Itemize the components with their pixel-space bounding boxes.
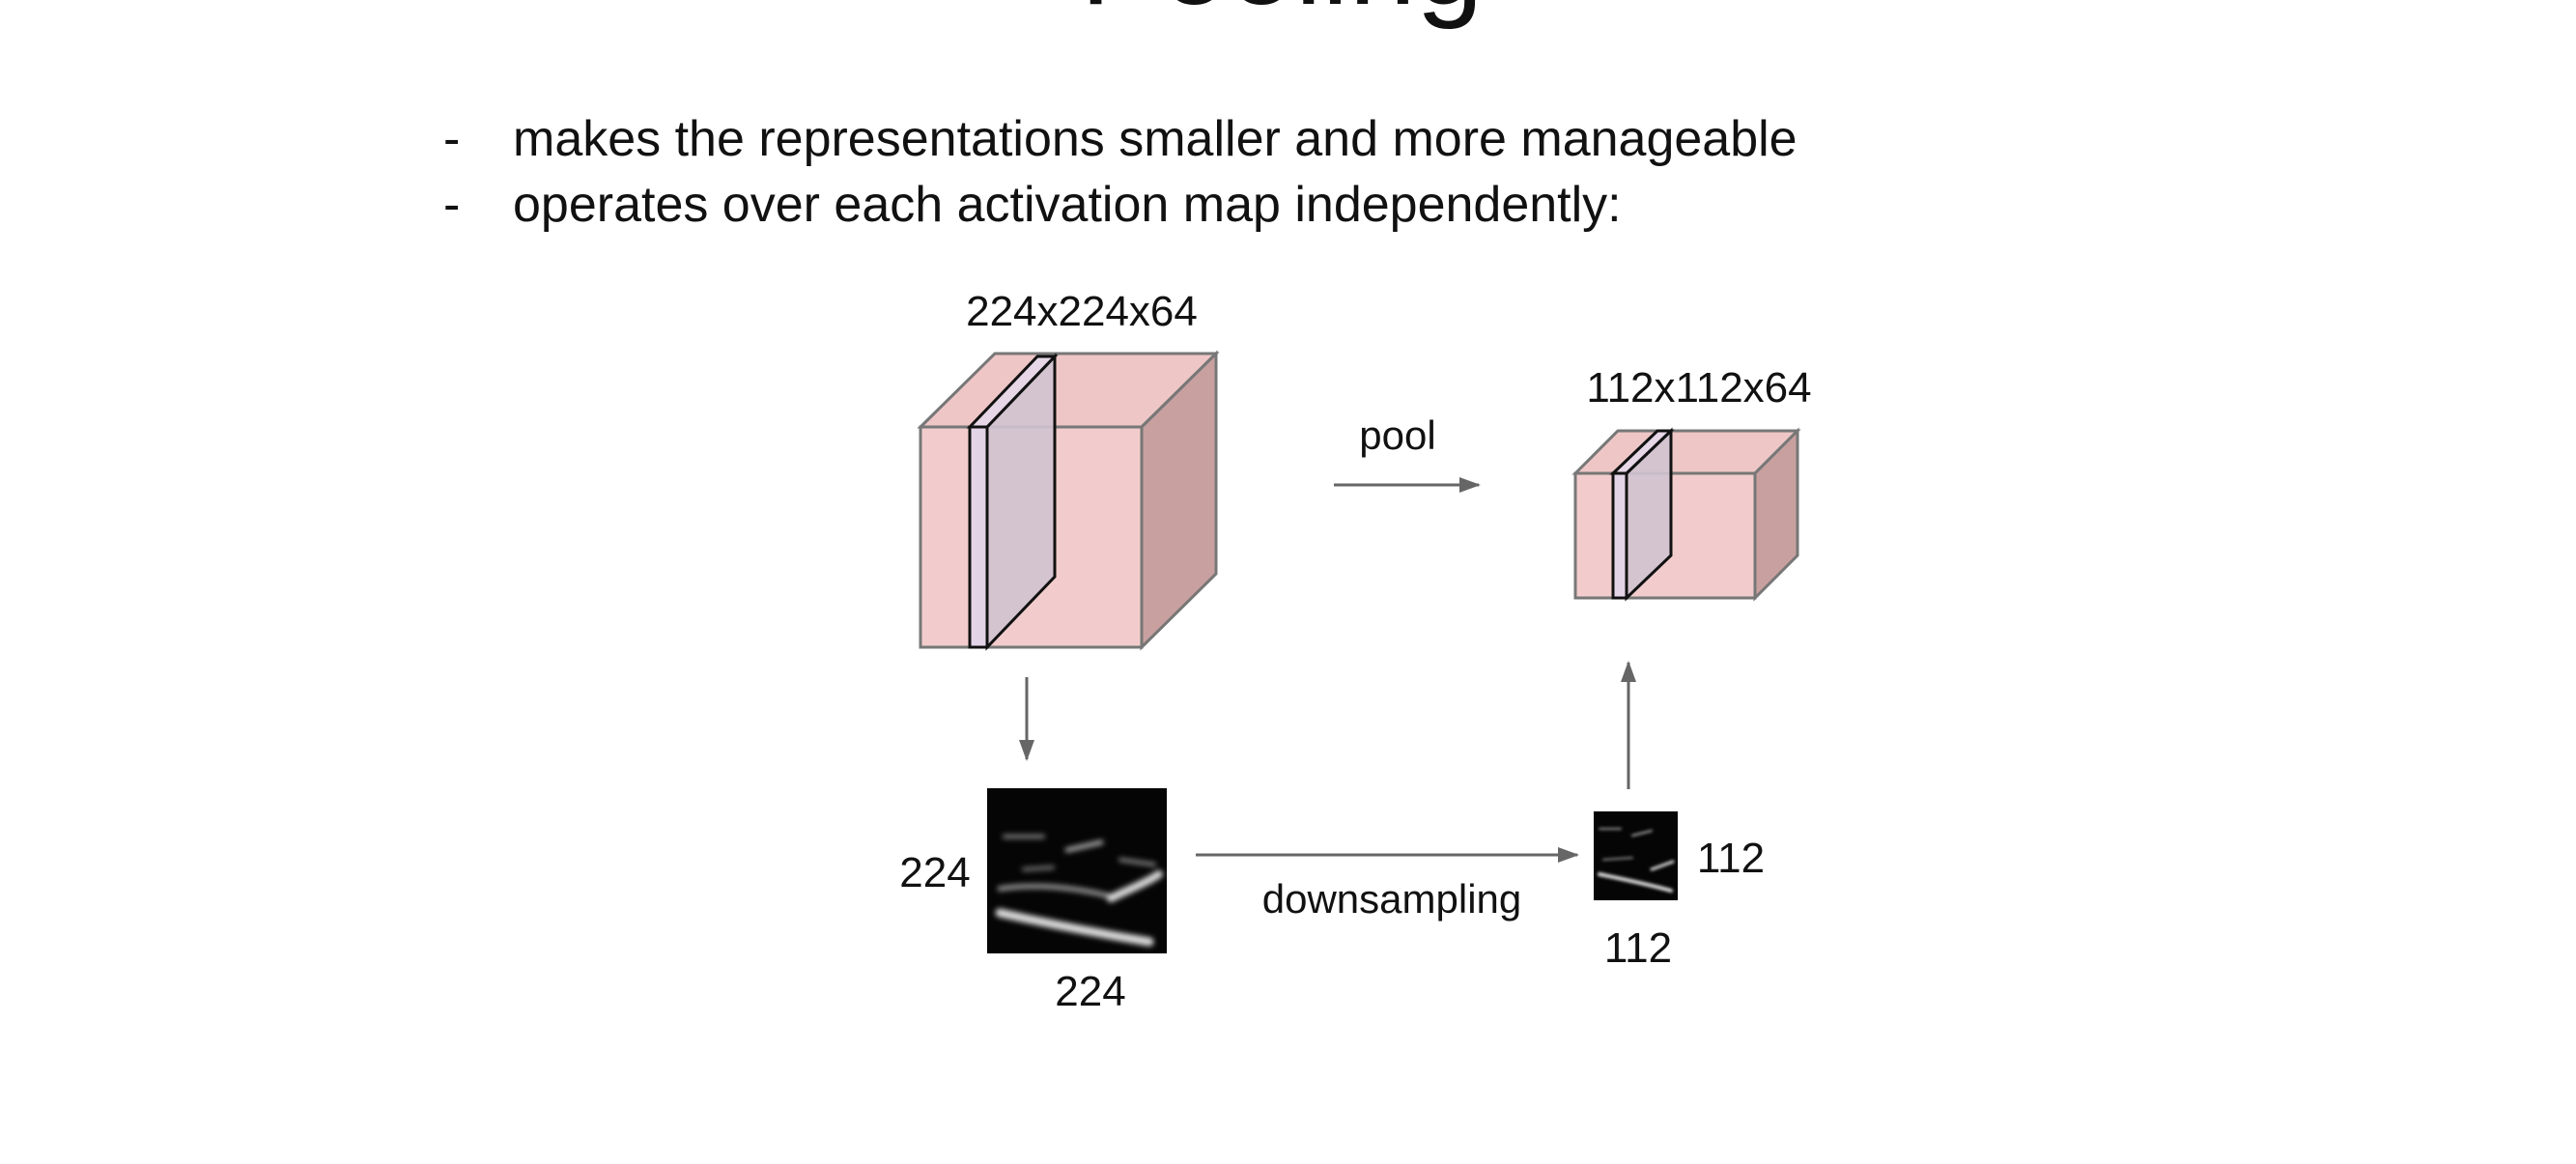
slide-title: Pooling (1081, 0, 1484, 30)
bullet-marker: - (443, 177, 461, 233)
input-activation-map (987, 788, 1167, 953)
output-activation-slice (1609, 427, 1675, 602)
input-activation-slice (966, 353, 1059, 651)
output-map-width-label: 112 (1604, 924, 1672, 972)
pool-label: pool (1359, 412, 1435, 458)
input-map-height-label: 224 (899, 849, 970, 896)
downsampling-label: downsampling (1262, 876, 1522, 922)
bullet-text: makes the representations smaller and mo… (513, 111, 1798, 167)
bullet-text: operates over each activation map indepe… (513, 177, 1622, 233)
output-map-height-label: 112 (1697, 835, 1765, 882)
output-activation-map (1594, 811, 1678, 900)
input-volume-label: 224x224x64 (966, 288, 1198, 335)
input-volume-cube (917, 350, 1220, 651)
bullet-marker: - (443, 111, 461, 167)
output-volume-cube (1571, 427, 1801, 602)
input-map-width-label: 224 (1055, 968, 1125, 1015)
output-volume-label: 112x112x64 (1586, 364, 1811, 412)
